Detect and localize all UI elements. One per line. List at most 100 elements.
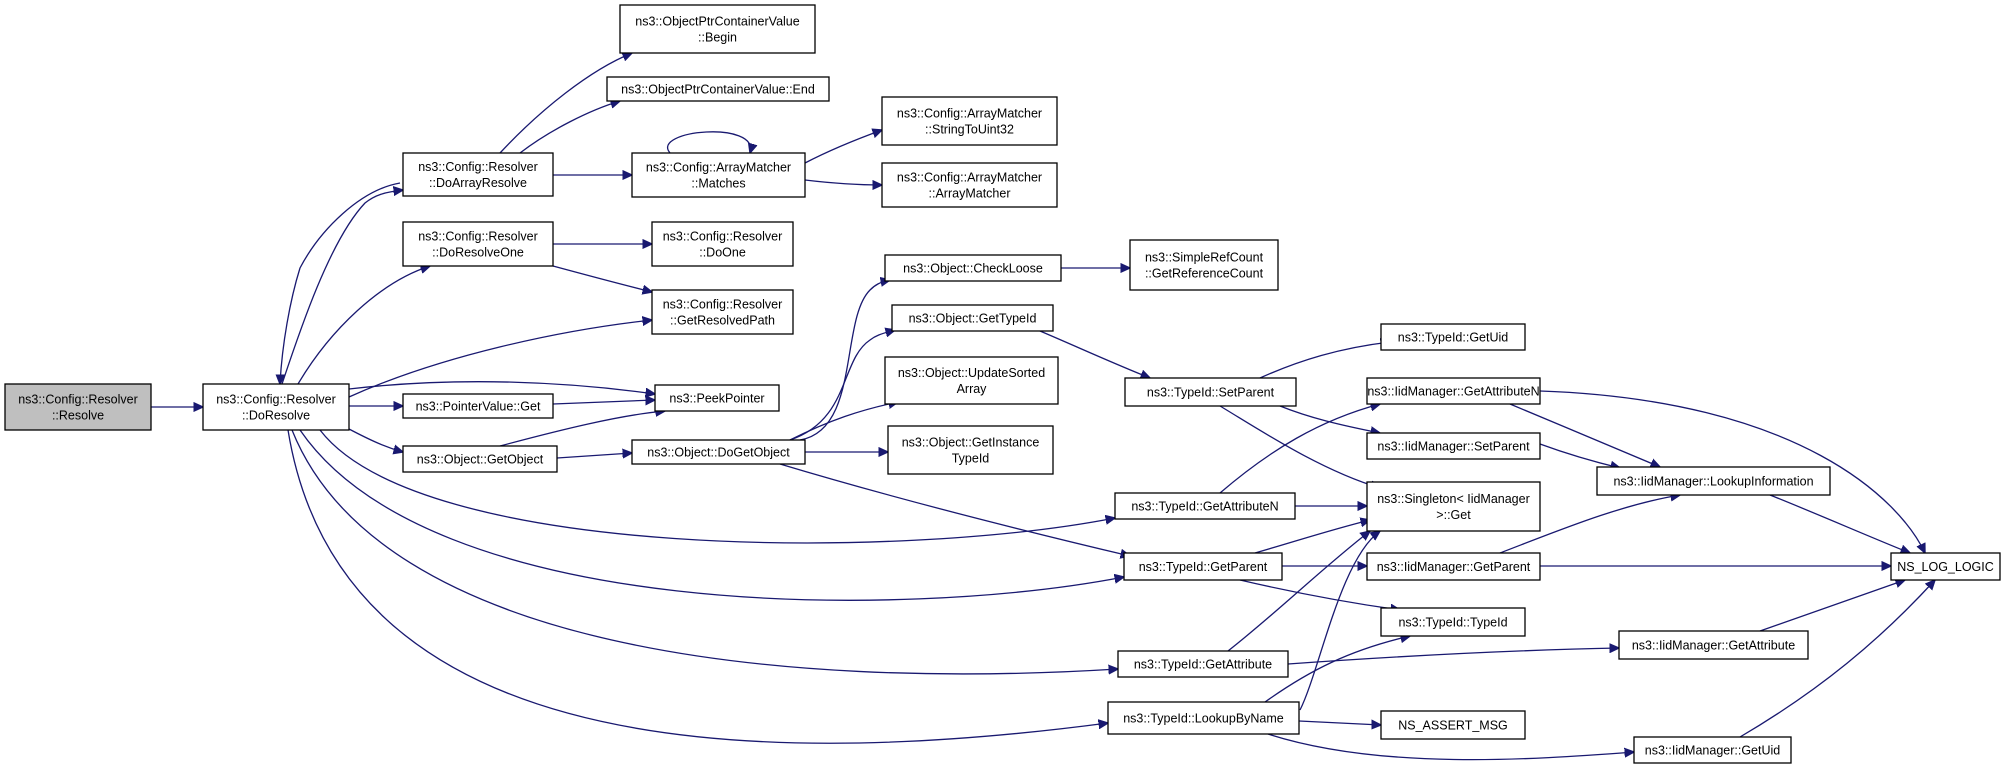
node-end[interactable]: ns3::ObjectPtrContainerValue::End — [606, 76, 830, 102]
node-box — [1633, 736, 1792, 764]
edge-iid_getattributen-to-iid_lookupinfo — [1509, 403, 1660, 467]
node-box — [4, 383, 152, 431]
node-label: ns3::IidManager::GetParent — [1377, 560, 1531, 574]
nodes-layer: ns3::Config::Resolver::Resolve ns3::Confi… — [4, 4, 2001, 764]
node-stringtouint32[interactable]: ns3::Config::ArrayMatcher::StringToUint3… — [881, 96, 1058, 146]
node-box — [202, 383, 350, 431]
node-box — [1380, 607, 1526, 637]
node-label: ::GetReferenceCount — [1145, 267, 1264, 281]
node-doresolveone[interactable]: ns3::Config::Resolver::DoResolveOne — [402, 221, 554, 267]
edge-iid_getuid-to-loglogic — [1739, 580, 1935, 738]
node-lookupbyname[interactable]: ns3::TypeId::LookupByName — [1107, 701, 1300, 735]
edge-matches-to-matches — [666, 131, 751, 153]
edge-getattribute-to-singleton — [1227, 531, 1370, 652]
node-box — [619, 4, 816, 54]
edge-doarrayresolve-to-begin — [499, 53, 632, 154]
node-label: ::DoOne — [699, 246, 746, 260]
node-getobject[interactable]: ns3::Object::GetObject — [402, 445, 558, 473]
node-box — [1129, 239, 1279, 291]
node-box — [1380, 323, 1526, 351]
node-label: ::ArrayMatcher — [929, 187, 1011, 201]
node-box — [1366, 552, 1541, 581]
node-getparent[interactable]: ns3::TypeId::GetParent — [1123, 552, 1283, 581]
node-label: ns3::TypeId::GetAttributeN — [1131, 500, 1278, 514]
node-label: ns3::Config::Resolver — [418, 160, 538, 174]
node-dogetobject[interactable]: ns3::Object::DoGetObject — [631, 439, 806, 465]
edge-dogetobject-to-checkloose — [799, 280, 890, 441]
node-iid_getattributen[interactable]: ns3::IidManager::GetAttributeN — [1366, 377, 1541, 405]
node-box — [651, 289, 794, 335]
node-resolve[interactable]: ns3::Config::Resolver::Resolve — [4, 383, 152, 431]
node-box — [1117, 650, 1289, 678]
node-assertmsg[interactable]: NS_ASSERT_MSG — [1380, 710, 1526, 740]
node-label: ns3::PeekPointer — [669, 392, 764, 406]
edge-doresolve-to-doresolveone — [297, 266, 430, 385]
node-getattribute[interactable]: ns3::TypeId::GetAttribute — [1117, 650, 1289, 678]
edge-lookupbyname-to-assertmsg — [1298, 721, 1381, 725]
node-label: ns3::Config::Resolver — [418, 230, 538, 244]
node-getresolvedpath[interactable]: ns3::Config::Resolver::GetResolvedPath — [651, 289, 794, 335]
node-label: ns3::Config::Resolver — [663, 298, 783, 312]
node-doarrayresolve[interactable]: ns3::Config::Resolver::DoArrayResolve — [402, 152, 554, 197]
node-loglogic[interactable]: NS_LOG_LOGIC — [1890, 552, 2001, 581]
node-box — [884, 254, 1062, 282]
node-label: ns3::IidManager::SetParent — [1377, 440, 1530, 454]
edge-iid_getattributen-to-loglogic — [1539, 390, 1925, 553]
node-label: ns3::Config::ArrayMatcher — [897, 107, 1042, 121]
edge-lookupbyname-to-iid_getuid — [1267, 733, 1634, 761]
node-setparent[interactable]: ns3::TypeId::SetParent — [1124, 377, 1297, 407]
node-label: ns3::Object::CheckLoose — [903, 262, 1043, 276]
node-iid_getparent[interactable]: ns3::IidManager::GetParent — [1366, 552, 1541, 581]
node-begin[interactable]: ns3::ObjectPtrContainerValue::Begin — [619, 4, 816, 54]
node-label: ns3::TypeId::GetParent — [1139, 560, 1268, 574]
edge-doarrayresolve-to-doresolve — [280, 182, 401, 384]
node-doone[interactable]: ns3::Config::Resolver::DoOne — [651, 221, 794, 267]
node-getattributen[interactable]: ns3::TypeId::GetAttributeN — [1114, 492, 1296, 520]
node-label: ns3::TypeId::GetUid — [1398, 331, 1509, 345]
edge-getattributen-to-iid_getattributen — [1219, 404, 1380, 494]
node-box — [631, 439, 806, 465]
node-label: >::Get — [1436, 508, 1471, 522]
node-refcount[interactable]: ns3::SimpleRefCount::GetReferenceCount — [1129, 239, 1279, 291]
node-ptrvalueget[interactable]: ns3::PointerValue::Get — [402, 393, 554, 419]
node-box — [651, 221, 794, 267]
node-iid_getattribute[interactable]: ns3::IidManager::GetAttribute — [1618, 630, 1809, 660]
node-label: ns3::Object::GetObject — [417, 453, 544, 467]
node-iid_getuid[interactable]: ns3::IidManager::GetUid — [1633, 736, 1792, 764]
node-doresolve[interactable]: ns3::Config::Resolver::DoResolve — [202, 383, 350, 431]
node-box — [1124, 377, 1297, 407]
node-gettypeid[interactable]: ns3::Object::GetTypeId — [891, 304, 1054, 332]
node-label: ns3::IidManager::LookupInformation — [1613, 475, 1813, 489]
node-getuid[interactable]: ns3::TypeId::GetUid — [1380, 323, 1526, 351]
edge-dogetobject-to-updatesorted — [789, 402, 898, 441]
edge-lookupbyname-to-typeid — [1264, 636, 1410, 703]
edge-iid_setparent-to-iid_lookupinfo — [1539, 443, 1620, 468]
node-box — [1366, 481, 1541, 532]
node-label: ns3::Object::GetInstance — [902, 436, 1040, 450]
node-checkloose[interactable]: ns3::Object::CheckLoose — [884, 254, 1062, 282]
node-peekpointer[interactable]: ns3::PeekPointer — [654, 384, 780, 412]
edge-doresolve-to-lookupbyname — [287, 429, 1108, 744]
node-label: TypeId — [952, 452, 990, 466]
node-label: ::DoResolve — [242, 409, 310, 423]
node-iid_lookupinfo[interactable]: ns3::IidManager::LookupInformation — [1596, 466, 1831, 496]
node-singleton[interactable]: ns3::Singleton< IidManager >::Get — [1366, 481, 1541, 532]
edge-lookupbyname-to-singleton — [1299, 531, 1380, 711]
node-label: ::DoArrayResolve — [429, 176, 527, 190]
edge-dogetobject-to-gettypeid — [789, 330, 895, 441]
node-typeid[interactable]: ns3::TypeId::TypeId — [1380, 607, 1526, 637]
node-matches[interactable]: ns3::Config::ArrayMatcher::Matches — [631, 152, 806, 198]
node-label: ::Matches — [691, 177, 745, 191]
node-label: ns3::Object::GetTypeId — [909, 312, 1037, 326]
node-label: ns3::Object::UpdateSorted — [898, 366, 1045, 380]
node-label: ns3::SimpleRefCount — [1145, 251, 1264, 265]
edge-doresolve-to-getobject — [348, 428, 403, 452]
node-arraymatcher[interactable]: ns3::Config::ArrayMatcher::ArrayMatcher — [881, 162, 1058, 208]
edge-doresolveone-to-getresolvedpath — [552, 265, 652, 292]
node-label: Array — [957, 382, 988, 396]
node-iid_setparent[interactable]: ns3::IidManager::SetParent — [1366, 432, 1541, 460]
node-label: NS_ASSERT_MSG — [1398, 719, 1508, 733]
node-box — [887, 425, 1054, 475]
